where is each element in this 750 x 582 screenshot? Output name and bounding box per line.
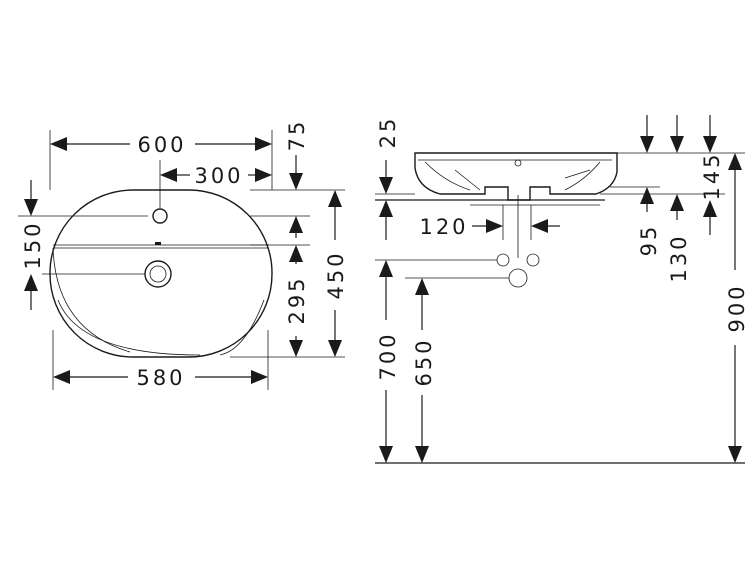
counter-height-label: 900 (725, 283, 749, 332)
drain-inner-icon (149, 265, 167, 283)
overflow-to-drain-label: 120 (419, 215, 468, 239)
top-view (18, 160, 273, 358)
dim-supply-height-a: 700 (376, 260, 400, 463)
dim-basin-height: 145 (700, 115, 724, 235)
dim-top-width: 600 (49, 130, 273, 190)
dim-supply-height-b: 650 (412, 278, 436, 463)
tap-to-drain-label: 150 (21, 220, 45, 269)
supply-height-b-label: 650 (412, 337, 436, 386)
basin-inner-line (418, 159, 612, 191)
drain-outer-icon (144, 260, 172, 288)
tap-hole-icon (152, 208, 168, 224)
rim-height-label: 25 (376, 116, 400, 149)
dim-counter-height: 900 (725, 153, 749, 463)
basin-inner-line-2 (454, 169, 591, 191)
dim-tap-offset: 300 (160, 164, 272, 188)
trap-outlet-icon (508, 268, 528, 288)
bowl-inner-curve (52, 247, 131, 353)
top-width-label: 600 (137, 133, 186, 157)
top-offset-label: 75 (285, 119, 309, 152)
dim-depth: 450 (324, 190, 348, 357)
dim-drain-height: 95 (637, 115, 661, 256)
tap-offset-label: 300 (194, 164, 243, 188)
dim-drain-to-back: 295 (230, 244, 345, 358)
depth-label: 450 (324, 250, 348, 299)
dim-rim-height: 25 (375, 116, 415, 240)
dim-tap-to-drain: 150 (21, 180, 45, 310)
supply-valve-right-icon (526, 253, 540, 267)
dim-trap-height: 130 (667, 115, 691, 283)
supply-valve-left-icon (496, 253, 510, 267)
supply-height-a-label: 700 (376, 331, 400, 380)
drain-to-back-label: 295 (285, 275, 309, 324)
overflow-slot-icon (155, 242, 161, 245)
side-view (375, 152, 745, 464)
overflow-hole-icon (514, 159, 522, 167)
dim-overflow-to-drain: 120 (419, 205, 560, 240)
basin-height-label: 145 (700, 151, 724, 200)
bottom-width-label: 580 (136, 366, 185, 390)
dim-top-offset: 75 (250, 119, 345, 238)
basin-outline (49, 189, 273, 358)
trap-height-label: 130 (667, 233, 691, 282)
drain-height-label: 95 (637, 224, 661, 257)
dim-bottom-width: 580 (52, 330, 269, 390)
